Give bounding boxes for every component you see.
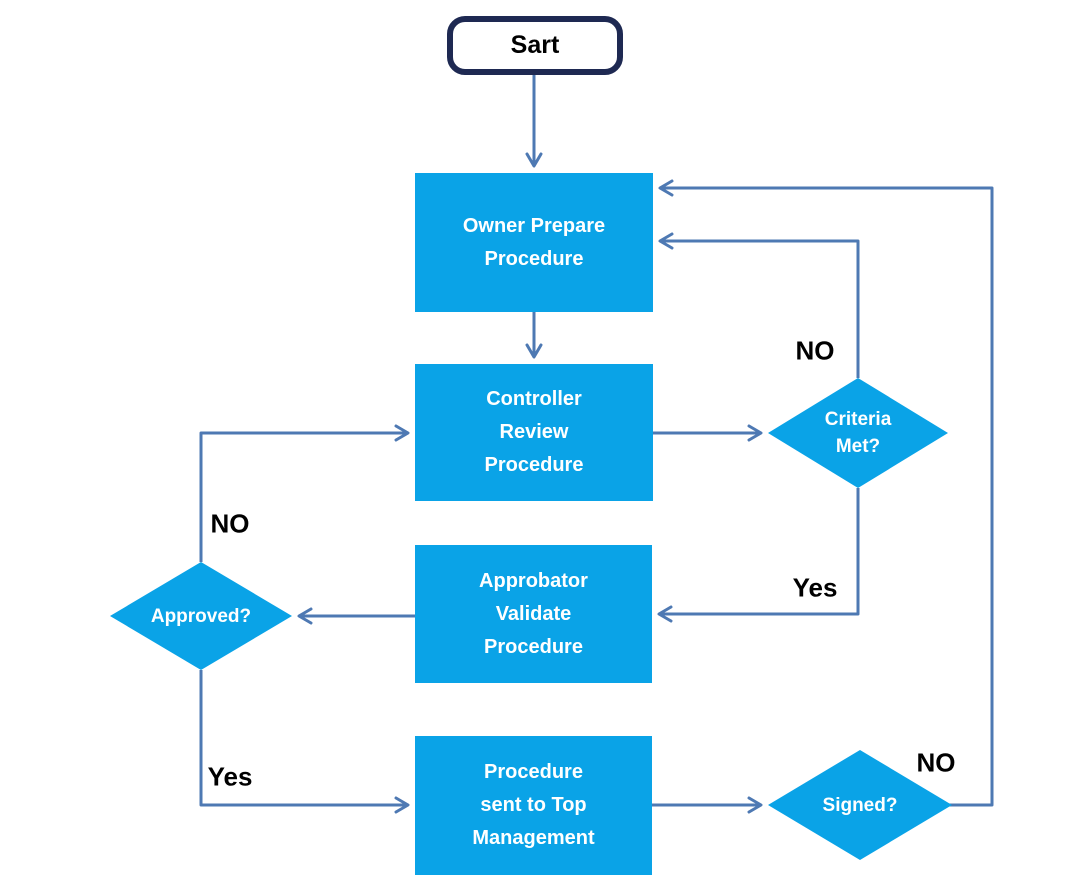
node-approbator-validate-procedure: Approbator Validate Procedure bbox=[415, 545, 652, 683]
edge-label-signed-no: NO bbox=[916, 747, 956, 778]
node-text-line: Validate bbox=[495, 602, 572, 625]
node-text-line: Controller bbox=[486, 388, 582, 410]
connector-approved-no-to-controller bbox=[199, 424, 410, 562]
node-text-line: Procedure bbox=[484, 454, 584, 476]
connector-criteria-yes-to-approbator bbox=[657, 488, 860, 623]
node-text-line: Procedure bbox=[484, 247, 584, 270]
edge-label-criteria-no: NO bbox=[795, 335, 835, 366]
node-start-label: Sart bbox=[510, 31, 560, 59]
connector-approved-yes-to-topmgmt bbox=[199, 670, 410, 814]
node-text-line: Procedure bbox=[484, 761, 583, 783]
connector-signed-no-to-owner bbox=[658, 179, 994, 807]
node-text-line: Met? bbox=[835, 436, 881, 457]
node-text-line: Procedure bbox=[484, 635, 583, 658]
node-text-line: Review bbox=[499, 421, 569, 443]
node-start: Sart bbox=[447, 16, 623, 75]
connector-criteria-no-to-owner bbox=[658, 232, 860, 378]
edge-label-criteria-yes: Yes bbox=[792, 572, 838, 603]
node-text-line: Owner Prepare bbox=[462, 214, 606, 237]
node-procedure-sent-to-top-management: Procedure sent to Top Management bbox=[415, 736, 652, 875]
node-text-line: Criteria bbox=[824, 409, 892, 430]
node-text-line: Approbator bbox=[479, 569, 588, 592]
node-text-line: Signed? bbox=[822, 794, 898, 816]
node-text-line: Approved? bbox=[150, 605, 252, 627]
node-text-line: Management bbox=[472, 827, 595, 849]
node-owner-prepare-procedure: Owner Prepare Procedure bbox=[415, 173, 653, 312]
node-controller-review-procedure: Controller Review Procedure bbox=[415, 364, 653, 501]
node-text-line: sent to Top bbox=[480, 794, 587, 816]
edge-label-approved-yes: Yes bbox=[207, 761, 253, 792]
edge-label-approved-no: NO bbox=[210, 508, 250, 539]
